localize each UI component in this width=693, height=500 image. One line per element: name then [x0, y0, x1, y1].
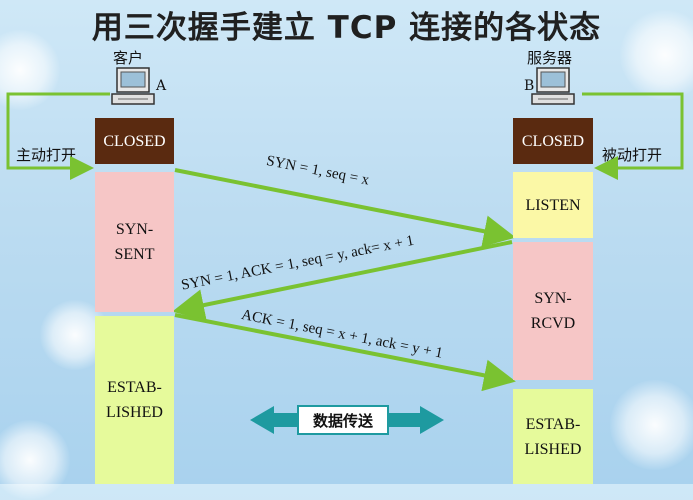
- client-open-label: 主动打开: [16, 146, 77, 164]
- client-state-label: ESTAB- LISHED: [106, 379, 163, 421]
- server-state-syn-rcvd: SYN- RCVD: [513, 242, 593, 380]
- client-state-closed: CLOSED: [95, 118, 174, 164]
- client-state-label: CLOSED: [103, 132, 166, 150]
- server-state-listen: LISTEN: [513, 172, 593, 238]
- server-state-label: SYN- RCVD: [530, 290, 576, 332]
- server-open-loop-arrow: [582, 92, 684, 180]
- client-host-label: A: [156, 78, 167, 94]
- ack-arrow: [174, 313, 516, 392]
- server-state-label: CLOSED: [521, 132, 585, 150]
- page-title: 用三次握手建立 TCP 连接的各状态: [91, 10, 602, 46]
- client-state-established: ESTAB- LISHED: [95, 316, 174, 484]
- client-open-loop-arrow: [6, 92, 110, 180]
- client-state-label: SYN- SENT: [114, 221, 155, 263]
- decorative-flower: [620, 10, 693, 100]
- server-state-label: ESTAB- LISHED: [524, 415, 582, 458]
- server-state-label: LISTEN: [525, 196, 581, 214]
- client-name: 客户: [113, 49, 144, 67]
- client-computer-icon: [111, 67, 155, 105]
- syn-arrow: [174, 168, 516, 248]
- client-state-syn-sent: SYN- SENT: [95, 172, 174, 312]
- data-transfer-label: 数据传送: [297, 405, 389, 435]
- syn-ack-arrow: [172, 240, 513, 321]
- decorative-flower: [610, 380, 693, 470]
- server-host-label: B: [524, 78, 535, 94]
- server-computer-icon: [531, 67, 575, 105]
- server-name: 服务器: [527, 49, 573, 67]
- server-state-established: ESTAB- LISHED: [513, 389, 593, 484]
- server-state-closed: CLOSED: [513, 118, 593, 164]
